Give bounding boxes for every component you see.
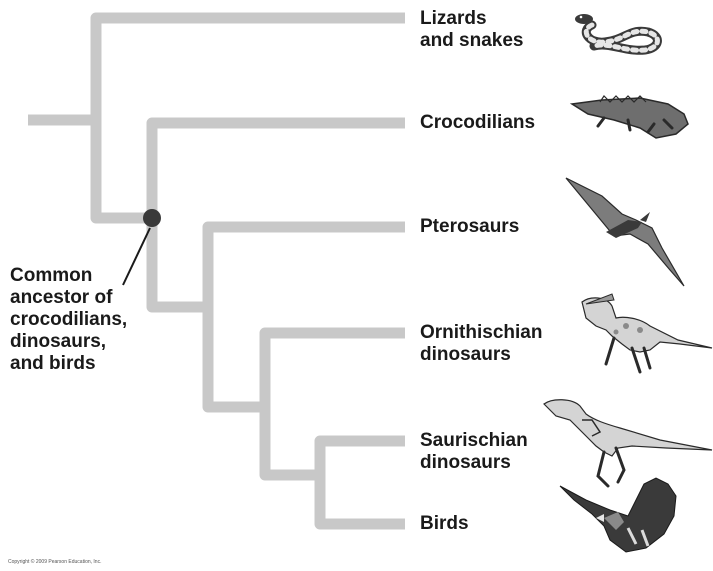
branch-dinosaurs <box>208 307 265 407</box>
common-ancestor-node <box>143 209 161 227</box>
common-ancestor-label: Common ancestor of crocodilians, dinosau… <box>10 265 127 375</box>
taxon-label-pterosaurs: Pterosaurs <box>420 216 519 238</box>
copyright-notice: Copyright © 2009 Pearson Education, Inc. <box>8 559 101 565</box>
bird-icon <box>560 478 676 552</box>
taxon-label-lizards-and-snakes: Lizards and snakes <box>420 8 524 52</box>
branch-saurischian-dinosaurs <box>320 441 405 475</box>
branch-ornithischian-dinosaurs <box>265 333 405 407</box>
taxon-label-saurischian-dinosaurs: Saurischian dinosaurs <box>420 430 528 474</box>
branch-lizards-and-snakes <box>96 18 405 120</box>
pterosaur-icon <box>566 178 684 286</box>
branch-saurischian-clade <box>265 407 320 475</box>
taxon-label-ornithischian-dinosaurs: Ornithischian dinosaurs <box>420 322 542 366</box>
branch-pterosaurs-and-dinosaurs <box>152 218 208 307</box>
taxon-label-crocodilians: Crocodilians <box>420 112 535 134</box>
ornithischian-dinosaur-icon <box>582 294 712 372</box>
branch-birds <box>320 475 405 524</box>
saurischian-dinosaur-icon <box>544 400 712 486</box>
branch-archosaur-clade <box>96 120 152 218</box>
crocodile-icon <box>572 96 688 138</box>
branch-crocodilians <box>152 123 405 218</box>
taxon-label-birds: Birds <box>420 513 469 535</box>
branch-pterosaurs <box>208 227 405 307</box>
snake-icon <box>575 14 657 50</box>
